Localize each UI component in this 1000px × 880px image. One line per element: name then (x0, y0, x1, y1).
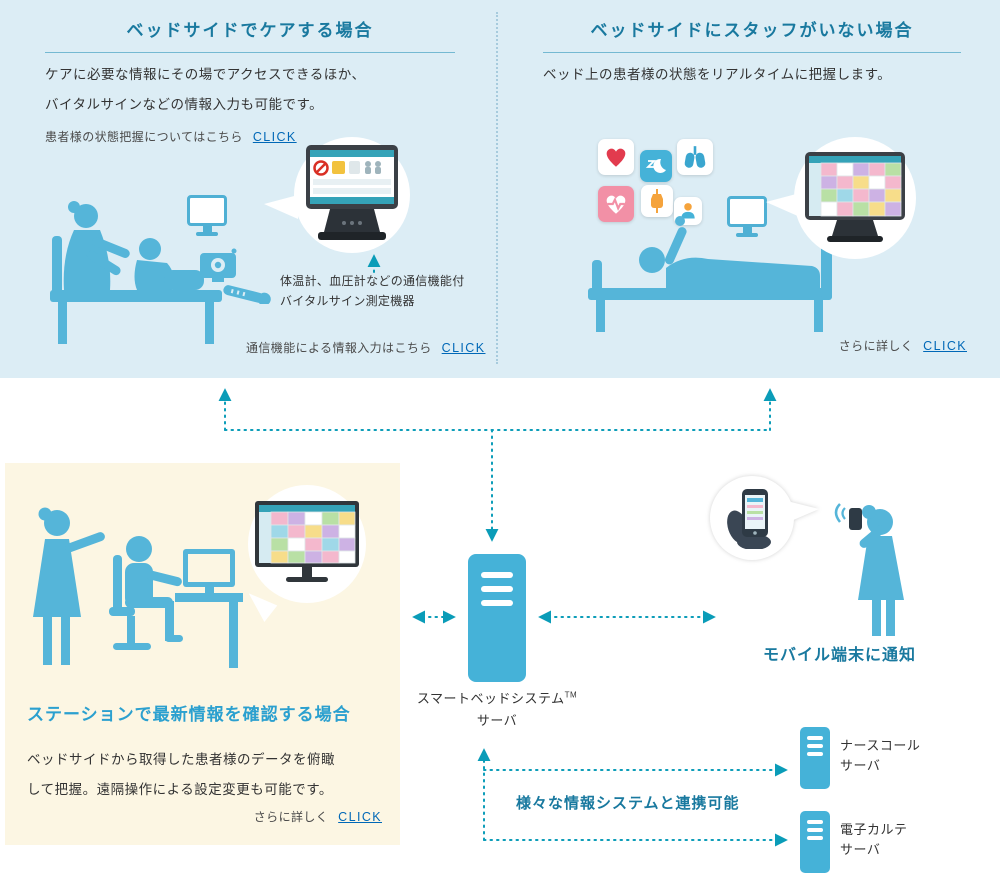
bedside-care-title: ベッドサイドでケアする場合 (45, 16, 455, 53)
nurse-call-server-icon (800, 727, 830, 789)
no-staff-more-link-line: さらに詳しく CLICK (839, 337, 967, 354)
no-staff-title: ベッドサイドにスタッフがいない場合 (543, 16, 961, 53)
patient-status-link-line: 患者様の状態把握についてはこちら CLICK (45, 128, 297, 145)
mobile-notify-label: モバイル端末に通知 (762, 647, 916, 664)
bubble-tail (766, 193, 800, 217)
remote-monitor-icon (726, 196, 768, 237)
patient-in-bed-icon (588, 216, 832, 332)
integration-heading: 様々な情報システムと連携可能 (516, 795, 740, 812)
bedside-monitor-icon (186, 195, 228, 236)
nurse-with-phone-icon (834, 503, 904, 636)
nurse-patient-bed-icon (50, 201, 222, 344)
panel-divider (496, 12, 498, 364)
top-panel: ベッドサイドでケアする場合 ケアに必要な情報にその場でアクセスできるほか、 バイ… (0, 0, 1000, 378)
vital-measure-devices-icon (200, 248, 271, 304)
device-caption: 体温計、血圧計などの通信機能付 バイタルサイン測定機器 (280, 274, 465, 309)
patient-status-link-label: 患者様の状態把握についてはこちら (45, 130, 243, 144)
sleep-zzz-icon (640, 150, 672, 182)
bedside-terminal-icon (306, 145, 398, 240)
emr-server-label: 電子カルテ サーバ (840, 822, 908, 858)
station-click-link[interactable]: CLICK (338, 810, 382, 824)
station-panel: ステーションで最新情報を確認する場合 ベッドサイドから取得した患者様のデータを俯… (5, 463, 400, 845)
comm-input-link-label: 通信機能による情報入力はこちら (246, 341, 432, 355)
comm-input-link-line: 通信機能による情報入力はこちら CLICK (246, 339, 485, 356)
hand-holding-phone-icon (727, 489, 771, 549)
comm-input-click-link[interactable]: CLICK (441, 341, 486, 355)
bedside-care-body: ケアに必要な情報にその場でアクセスできるほか、 バイタルサインなどの情報入力も可… (45, 67, 366, 112)
bubble-tail (264, 195, 298, 219)
lungs-icon (677, 139, 713, 175)
nurse-call-server-label: ナースコール サーバ (840, 738, 921, 774)
emr-server-icon (800, 811, 830, 873)
server-label: スマートベッドシステムTM サーバ (416, 690, 578, 729)
ecg-heart-icon (598, 186, 634, 222)
mobile-phone-bubble (710, 476, 819, 560)
station-monitor-icon (255, 501, 359, 582)
no-staff-body: ベッド上の患者様の状態をリアルタイムに把握します。 (543, 67, 892, 82)
staff-at-station-icon (33, 507, 243, 668)
station-monitor-bubble (240, 485, 366, 623)
no-staff-click-link[interactable]: CLICK (923, 339, 967, 353)
bubble-tail (791, 502, 819, 521)
station-more-label: さらに詳しく (253, 810, 329, 824)
station-more-link-line: さらに詳しく CLICK (254, 808, 382, 825)
no-staff-more-label: さらに詳しく (838, 339, 914, 353)
monitoring-terminal-bubble (766, 137, 916, 259)
bedside-terminal-bubble (264, 137, 410, 253)
station-body: ベッドサイドから取得した患者様のデータを俯瞰 して把握。遠隔操作による設定変更も… (27, 752, 335, 797)
station-title: ステーションで最新情報を確認する場合 (27, 705, 351, 724)
patient-status-click-link[interactable]: CLICK (252, 130, 297, 144)
smart-bed-server-icon (468, 554, 526, 682)
monitoring-terminal-icon (805, 152, 905, 242)
heart-status-icon (598, 139, 634, 175)
iv-drip-icon (641, 185, 673, 217)
